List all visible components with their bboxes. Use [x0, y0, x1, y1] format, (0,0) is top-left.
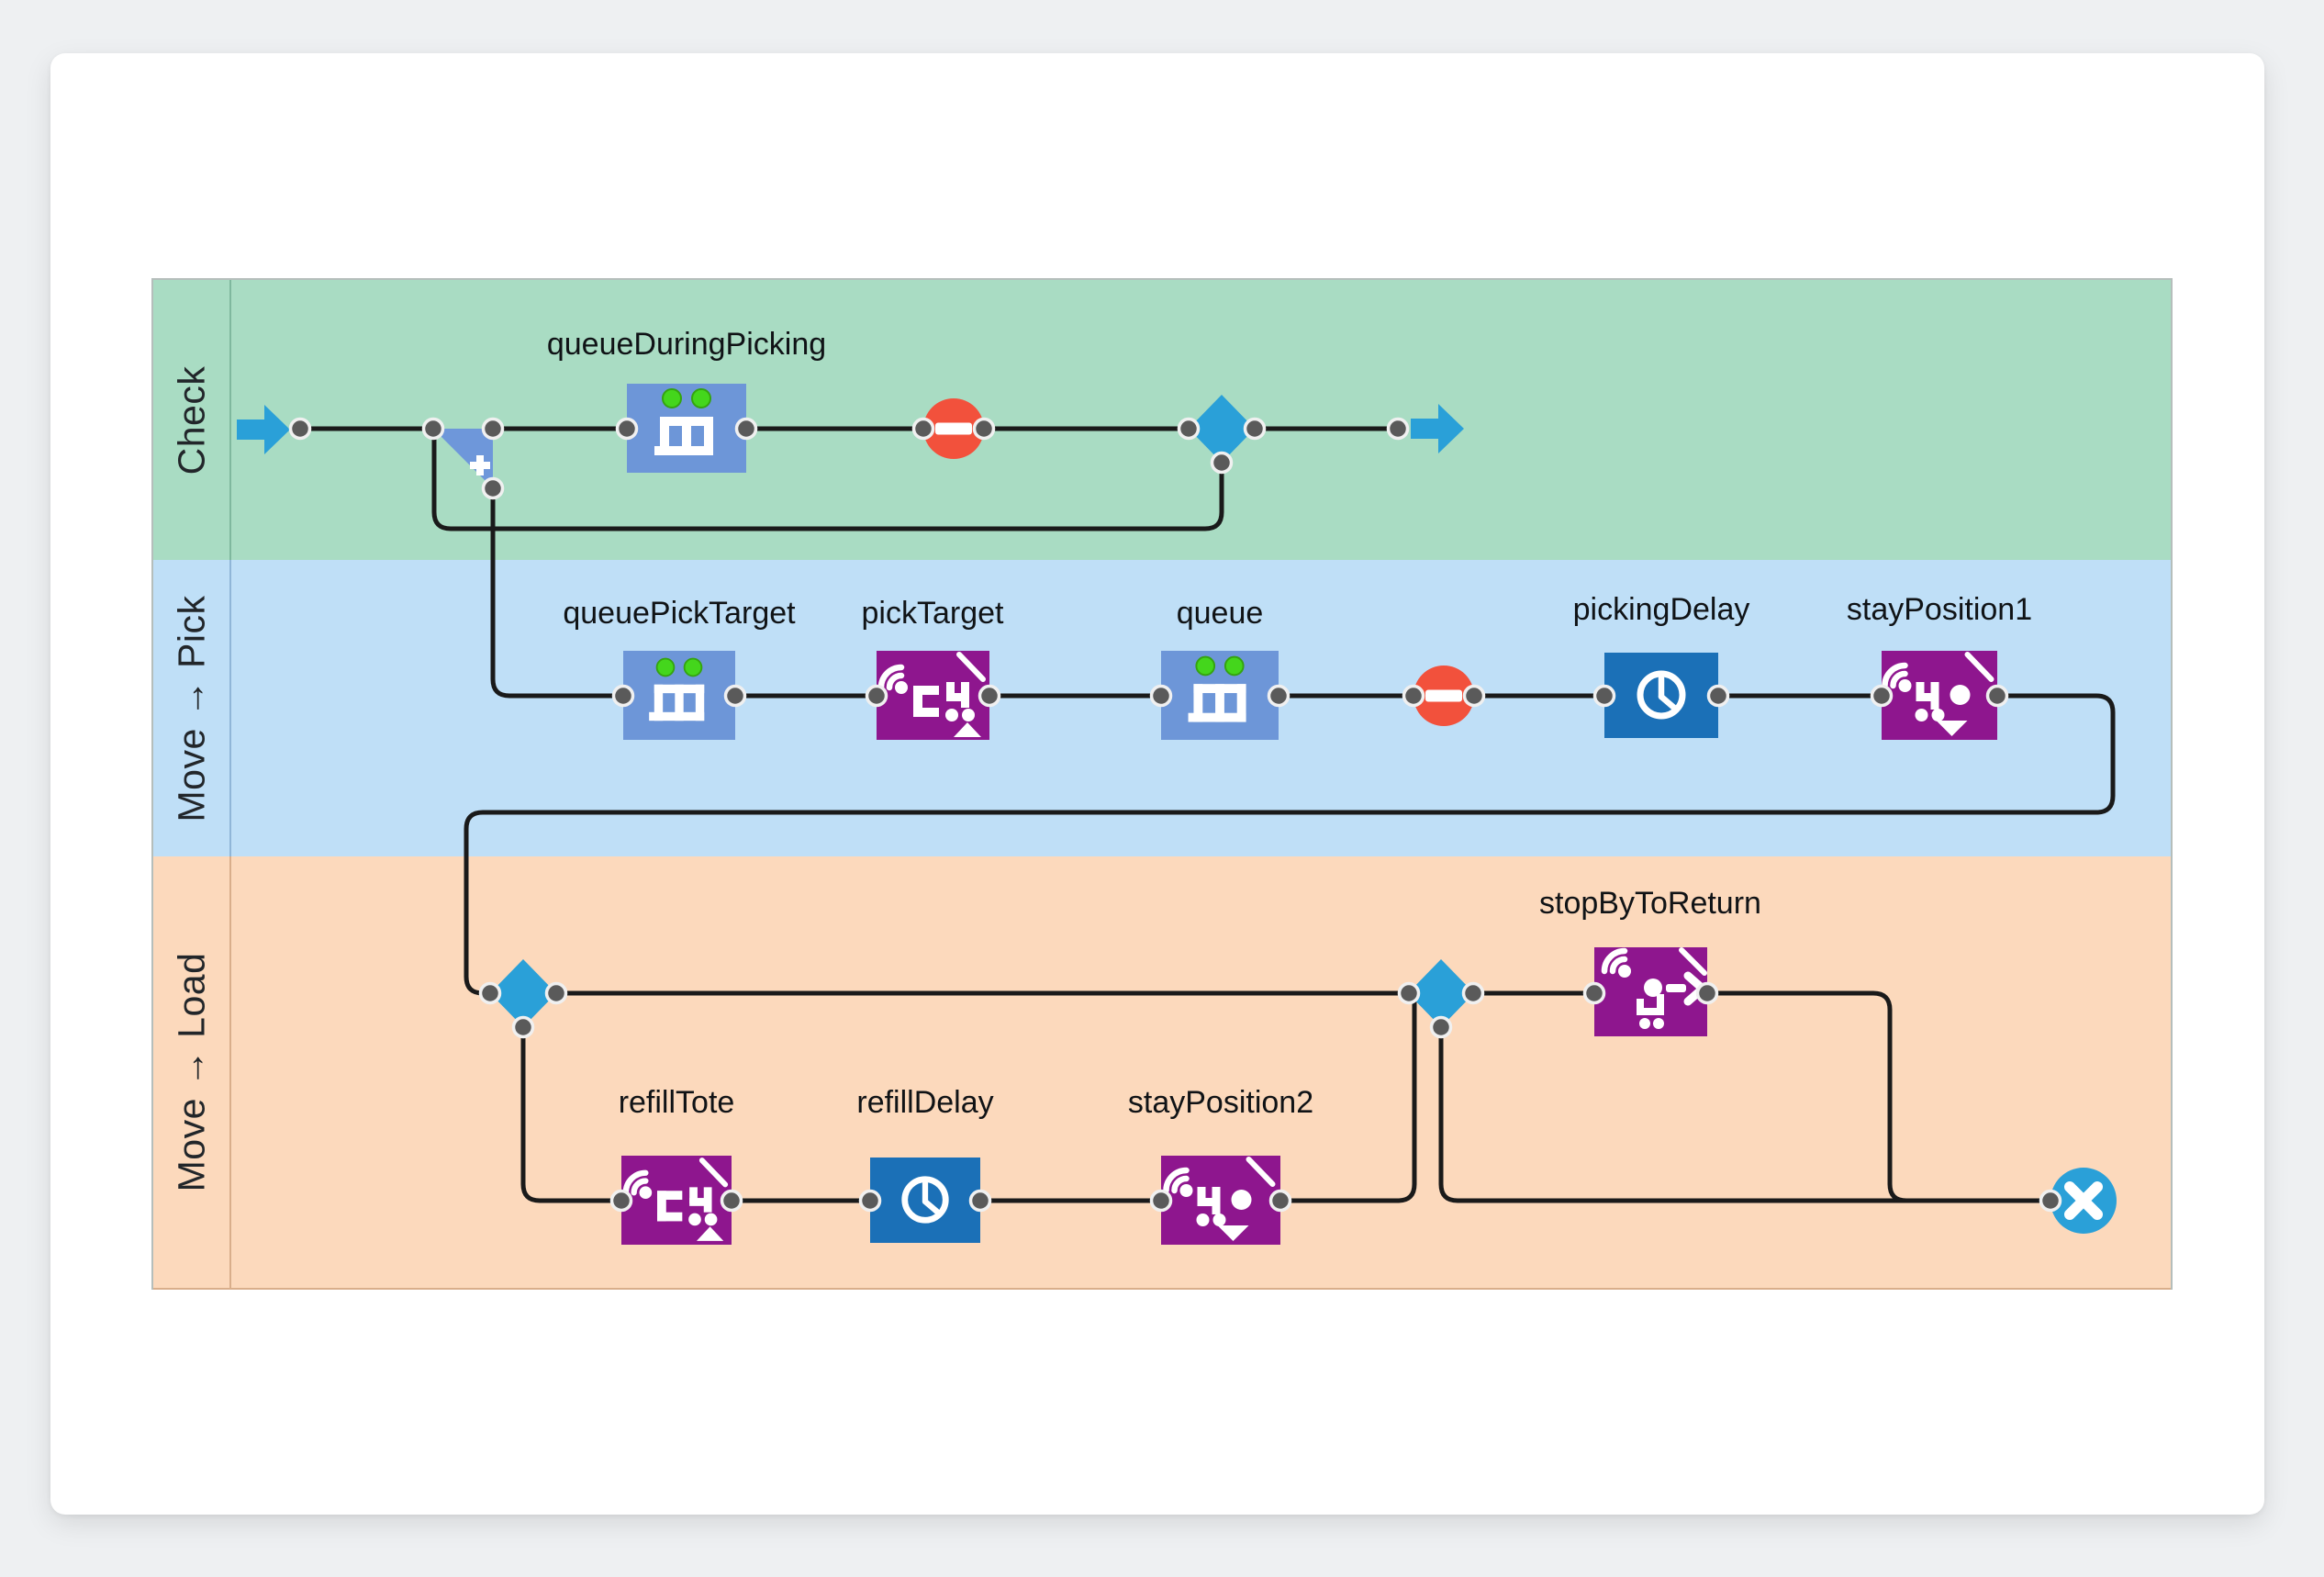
- block-pickTarget[interactable]: [877, 651, 989, 740]
- wifi-icon: [1163, 1167, 1190, 1194]
- wifi-icon: [1882, 662, 1908, 689]
- wifi-dot: [1898, 679, 1912, 692]
- corner-slash: [1679, 947, 1707, 976]
- status-dot-green: [1223, 655, 1245, 677]
- clock-icon: [1637, 670, 1686, 720]
- status-dot-green: [662, 388, 682, 408]
- cart-glyph: [1915, 682, 1971, 736]
- queue-icon: [649, 657, 705, 721]
- lane-move-load-title: Move → Load: [170, 952, 212, 1192]
- clock-hands: [1658, 675, 1678, 711]
- label-queueDuringPicking: queueDuringPicking: [546, 327, 827, 362]
- lane-check-title: Check: [170, 365, 212, 475]
- transporter-stay-icon: [1882, 652, 1994, 736]
- label-queue: queue: [1176, 596, 1264, 631]
- status-dot-green: [691, 388, 711, 408]
- block-pickingDelay[interactable]: [1604, 653, 1718, 738]
- queue-rack-glyph: [649, 684, 705, 721]
- block-queue[interactable]: [1161, 651, 1279, 740]
- clock-icon: [901, 1176, 949, 1224]
- transporter-move-icon: [877, 652, 986, 737]
- corner-slash: [1246, 1157, 1276, 1187]
- block-refillTote[interactable]: [621, 1156, 732, 1245]
- wifi-dot: [639, 1186, 653, 1200]
- label-pickTarget: pickTarget: [861, 596, 1004, 631]
- queue-rack-glyph: [654, 417, 713, 455]
- swimlane-table: Check Move → Pick Move → Load: [151, 278, 2173, 1290]
- label-pickingDelay: pickingDelay: [1572, 592, 1750, 627]
- queue-icon: [1188, 655, 1246, 722]
- wifi-dot: [1618, 965, 1631, 978]
- wifi-dot: [895, 681, 908, 694]
- lane-move-load-label-cell: Move → Load: [153, 856, 231, 1288]
- block-stayPosition1[interactable]: [1882, 651, 1997, 740]
- lane-move-pick-title: Move → Pick: [170, 595, 212, 822]
- label-stopByToReturn: stopByToReturn: [1539, 886, 1761, 921]
- block-queueDuringPicking[interactable]: [627, 384, 746, 473]
- corner-slash: [698, 1158, 729, 1188]
- corner-slash: [956, 652, 986, 682]
- status-dot-green: [655, 657, 676, 677]
- block-queuePickTarget[interactable]: [623, 651, 735, 740]
- arrow-head: [1683, 971, 1707, 1006]
- queue-rack-glyph: [1188, 684, 1246, 722]
- wifi-dot: [1179, 1184, 1193, 1197]
- label-stayPosition1: stayPosition1: [1846, 592, 2033, 627]
- lane-check[interactable]: Check: [153, 280, 2171, 562]
- shelf-cart-glyph: [657, 1187, 724, 1241]
- label-stayPosition2: stayPosition2: [1127, 1085, 1314, 1120]
- clock-hands: [922, 1180, 941, 1215]
- cart-glyph: [1196, 1187, 1252, 1241]
- transporter-move-icon: [622, 1158, 729, 1241]
- cart-glyph: [1637, 994, 1664, 1029]
- lane-check-label-cell: Check: [153, 280, 231, 560]
- queue-icon: [654, 388, 713, 455]
- block-refillDelay[interactable]: [870, 1158, 980, 1243]
- label-refillDelay: refillDelay: [856, 1085, 994, 1120]
- label-refillTote: refillTote: [618, 1085, 735, 1120]
- transporter-stay-icon: [1163, 1157, 1276, 1241]
- label-queuePickTarget: queuePickTarget: [563, 596, 796, 631]
- arrow-shaft: [1666, 984, 1686, 992]
- transporter-return-icon: [1601, 947, 1707, 1029]
- corner-slash: [1964, 652, 1994, 682]
- status-dot-green: [1195, 655, 1216, 677]
- lane-move-pick-label-cell: Move → Pick: [153, 560, 231, 856]
- block-stopByToReturn[interactable]: [1594, 947, 1707, 1036]
- block-stayPosition2[interactable]: [1161, 1156, 1280, 1245]
- status-dot-green: [683, 657, 703, 677]
- shelf-cart-glyph: [913, 682, 981, 737]
